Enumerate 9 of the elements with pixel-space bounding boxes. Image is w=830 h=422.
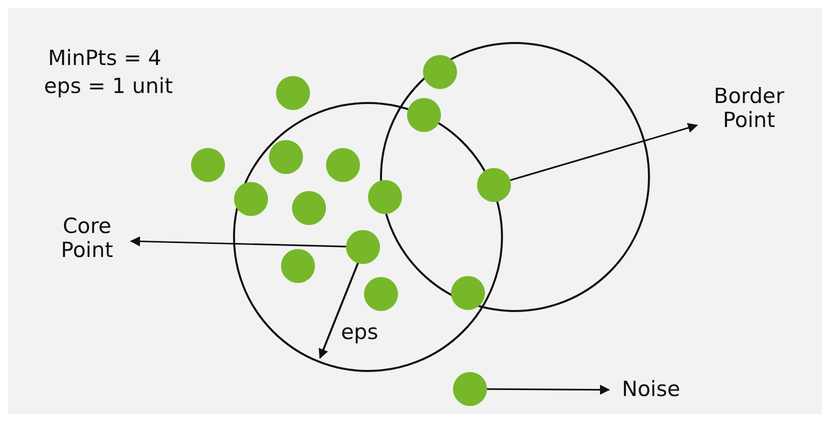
point-label: Noise [612,377,690,403]
arrow [130,236,346,248]
arrow [510,123,698,181]
parameter-text: eps = 1 unit [44,74,173,98]
point-label: Core Point [46,214,128,266]
point-label: Border Point [700,84,798,136]
radius-label: eps [341,320,378,344]
parameter-text: MinPts = 4 [48,46,162,70]
arrow [487,384,610,395]
